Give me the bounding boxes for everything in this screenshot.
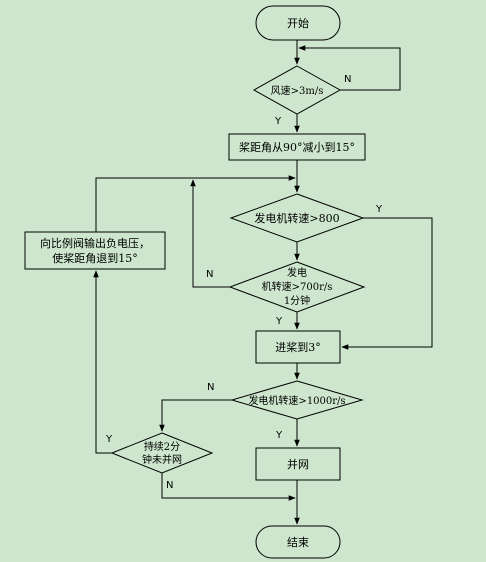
- wait-yes-label: Y: [105, 434, 113, 445]
- grid-connect-box: [255, 447, 341, 481]
- valve-label-2: 使桨距角退到15°: [52, 251, 138, 265]
- edge-wait-yes: [93, 270, 112, 454]
- pitch-reduce-label: 桨距角从90°减小到15°: [239, 140, 355, 154]
- speed800-yes-label: Y: [375, 204, 383, 215]
- speed700-label-1: 发电: [287, 266, 307, 279]
- edge-wind-no-loop: [298, 45, 401, 91]
- speed800-label: 发电机转速>800: [254, 211, 339, 225]
- speed700-no-label: N: [206, 269, 213, 280]
- grid-wait-label-2: 钟未并网: [142, 453, 182, 466]
- wind-yes-label: Y: [274, 116, 282, 127]
- grid-wait-decision: [110, 432, 214, 474]
- end-terminator: [255, 525, 341, 559]
- grid-wait-label-1: 持续2分: [144, 440, 180, 453]
- edge-speed800-yes: [341, 217, 433, 350]
- edge-speed700-no: [190, 179, 230, 288]
- speed700-yes-label: Y: [275, 316, 283, 327]
- end-label: 结束: [287, 536, 309, 549]
- edge-wait-no: [161, 473, 296, 501]
- valve-box: [24, 231, 166, 270]
- grid-connect-label: 并网: [287, 457, 309, 471]
- valve-label-1: 向比例阀输出负电压，: [40, 236, 150, 250]
- pitch3-label: 进桨到3°: [275, 340, 321, 354]
- speed1000-label: 发电机转速>1000r/s: [248, 394, 345, 407]
- start-label: 开始: [287, 16, 309, 30]
- speed700-label-2: 机转速>700r/s: [262, 280, 333, 293]
- wait-no-label: N: [166, 480, 173, 491]
- pitch3-box: [255, 330, 341, 364]
- speed1000-yes-label: Y: [275, 430, 283, 441]
- edge-valve-merge: [95, 175, 296, 232]
- speed700-label-3: 1分钟: [284, 294, 310, 307]
- wind-no-label: N: [344, 74, 351, 85]
- start-terminator: [255, 5, 341, 41]
- wind-label: 风速>3m/s: [271, 85, 324, 97]
- speed1000-no-label: N: [207, 382, 214, 393]
- edge-speed1000-no: [159, 399, 232, 432]
